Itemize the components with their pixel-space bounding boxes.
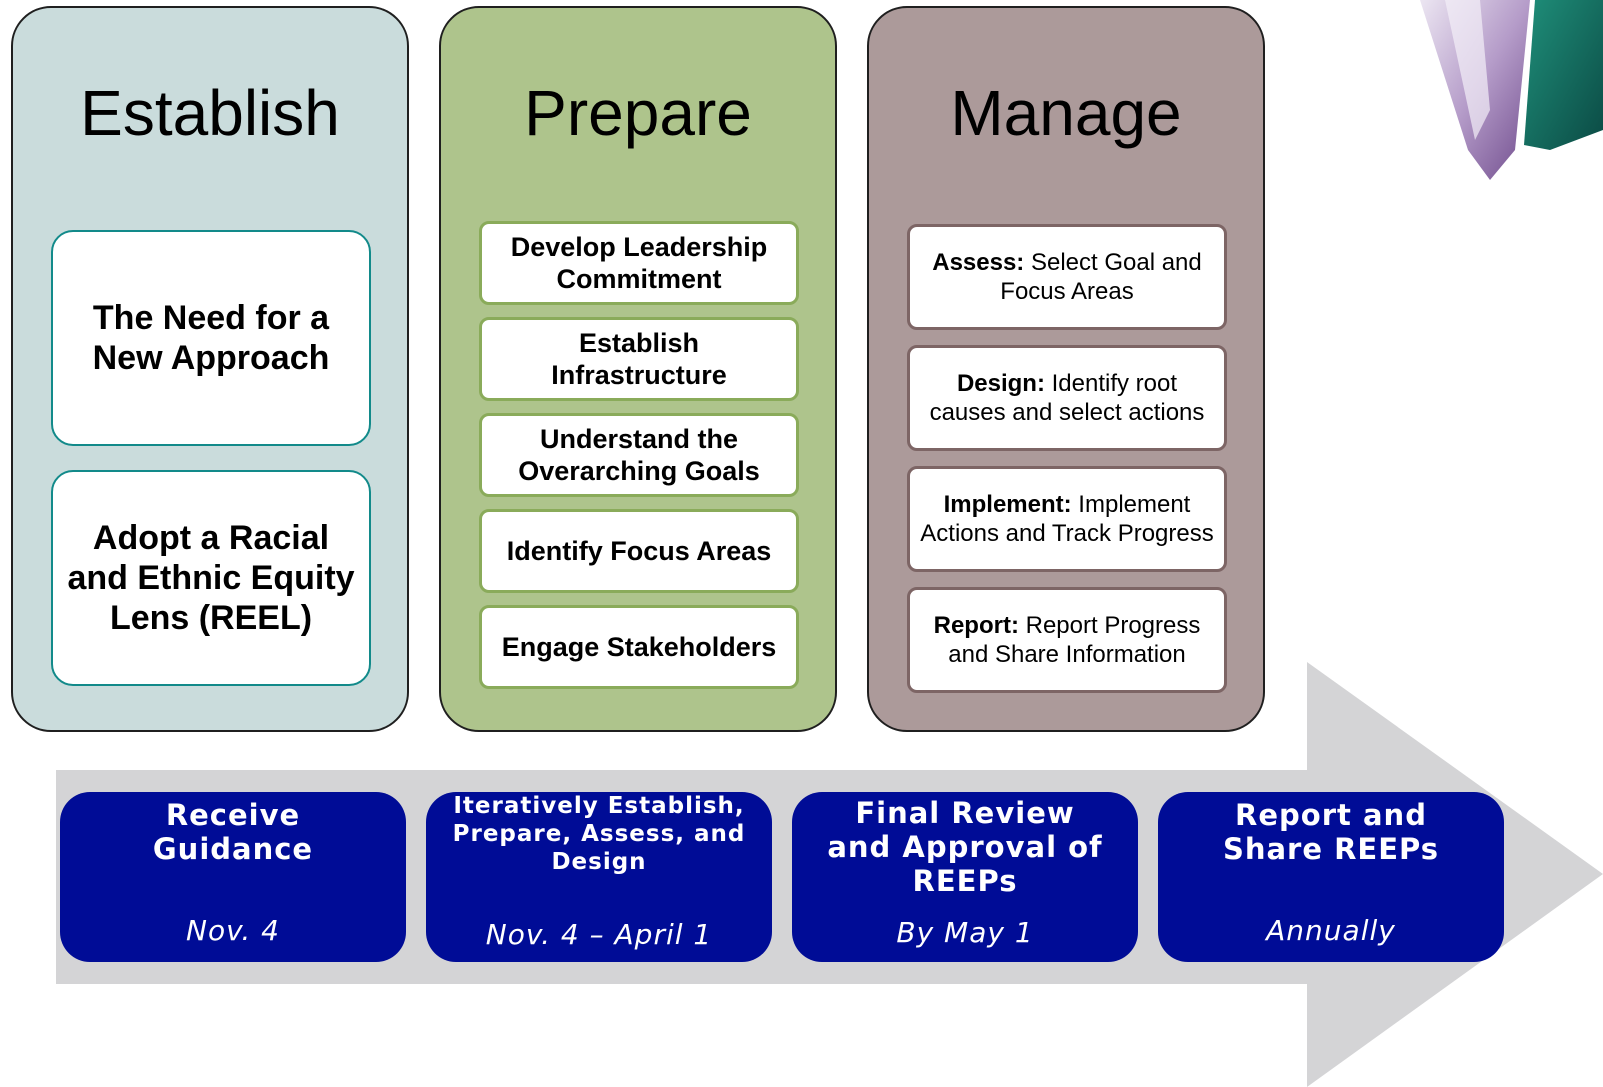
phase-title-prepare: Prepare: [524, 77, 752, 149]
manage-item-assess-text: Select Goal and Focus Areas: [1000, 249, 1202, 305]
step-date: By May 1: [896, 916, 1034, 949]
prepare-item-leadership: Develop Leadership Commitment: [479, 221, 799, 305]
manage-item-design-text: Identify root causes and select actions: [929, 370, 1205, 426]
phase-establish-panel: Establish The Need for a New Approach Ad…: [11, 6, 409, 732]
step-date: Nov. 4 – April 1: [485, 918, 713, 951]
prepare-item-infrastructure: Establish Infrastructure: [479, 317, 799, 401]
manage-item-implement: Implement: Implement Actions and Track P…: [907, 466, 1227, 572]
timeline-step-final-review: Final Review and Approval of REEPs By Ma…: [792, 792, 1138, 962]
phase-prepare-panel: Prepare Develop Leadership Commitment Es…: [439, 6, 837, 732]
manage-item-implement-label: Implement:: [943, 491, 1072, 518]
prepare-item-goals: Understand the Overarching Goals: [479, 413, 799, 497]
timeline-step-iteratively-establish: Iteratively Establish, Prepare, Assess, …: [426, 792, 772, 962]
establish-item-adopt-reel: Adopt a Racial and Ethnic Equity Lens (R…: [51, 470, 371, 686]
timeline-step-report-share: Report and Share REEPs Annually: [1158, 792, 1504, 962]
manage-item-report-text: Report Progress and Share Information: [948, 612, 1201, 668]
step-label: Final Review and Approval of REEPs: [827, 796, 1103, 898]
phase-manage-panel: Manage Assess: Select Goal and Focus Are…: [867, 6, 1265, 732]
timeline-step-receive-guidance: Receive Guidance Nov. 4: [60, 792, 406, 962]
prepare-item-focus-areas: Identify Focus Areas: [479, 509, 799, 593]
manage-item-assess: Assess: Select Goal and Focus Areas: [907, 224, 1227, 330]
manage-item-design-label: Design:: [956, 370, 1045, 397]
manage-item-report: Report: Report Progress and Share Inform…: [907, 587, 1227, 693]
step-label: Receive Guidance: [152, 798, 314, 866]
step-date: Nov. 4: [186, 914, 280, 947]
manage-item-assess-label: Assess:: [932, 249, 1025, 276]
manage-item-report-label: Report:: [933, 612, 1019, 639]
prepare-item-stakeholders: Engage Stakeholders: [479, 605, 799, 689]
manage-item-design: Design: Identify root causes and select …: [907, 345, 1227, 451]
establish-item-need-new-approach: The Need for a New Approach: [51, 230, 371, 446]
step-date: Annually: [1266, 914, 1396, 947]
corner-photo-decoration: [1420, 0, 1603, 180]
phase-title-manage: Manage: [950, 77, 1182, 149]
step-label: Iteratively Establish, Prepare, Assess, …: [452, 793, 746, 875]
step-label: Report and Share REEPs: [1222, 798, 1440, 866]
manage-item-implement-text: Implement Actions and Track Progress: [920, 491, 1214, 547]
phase-title-establish: Establish: [80, 77, 340, 149]
